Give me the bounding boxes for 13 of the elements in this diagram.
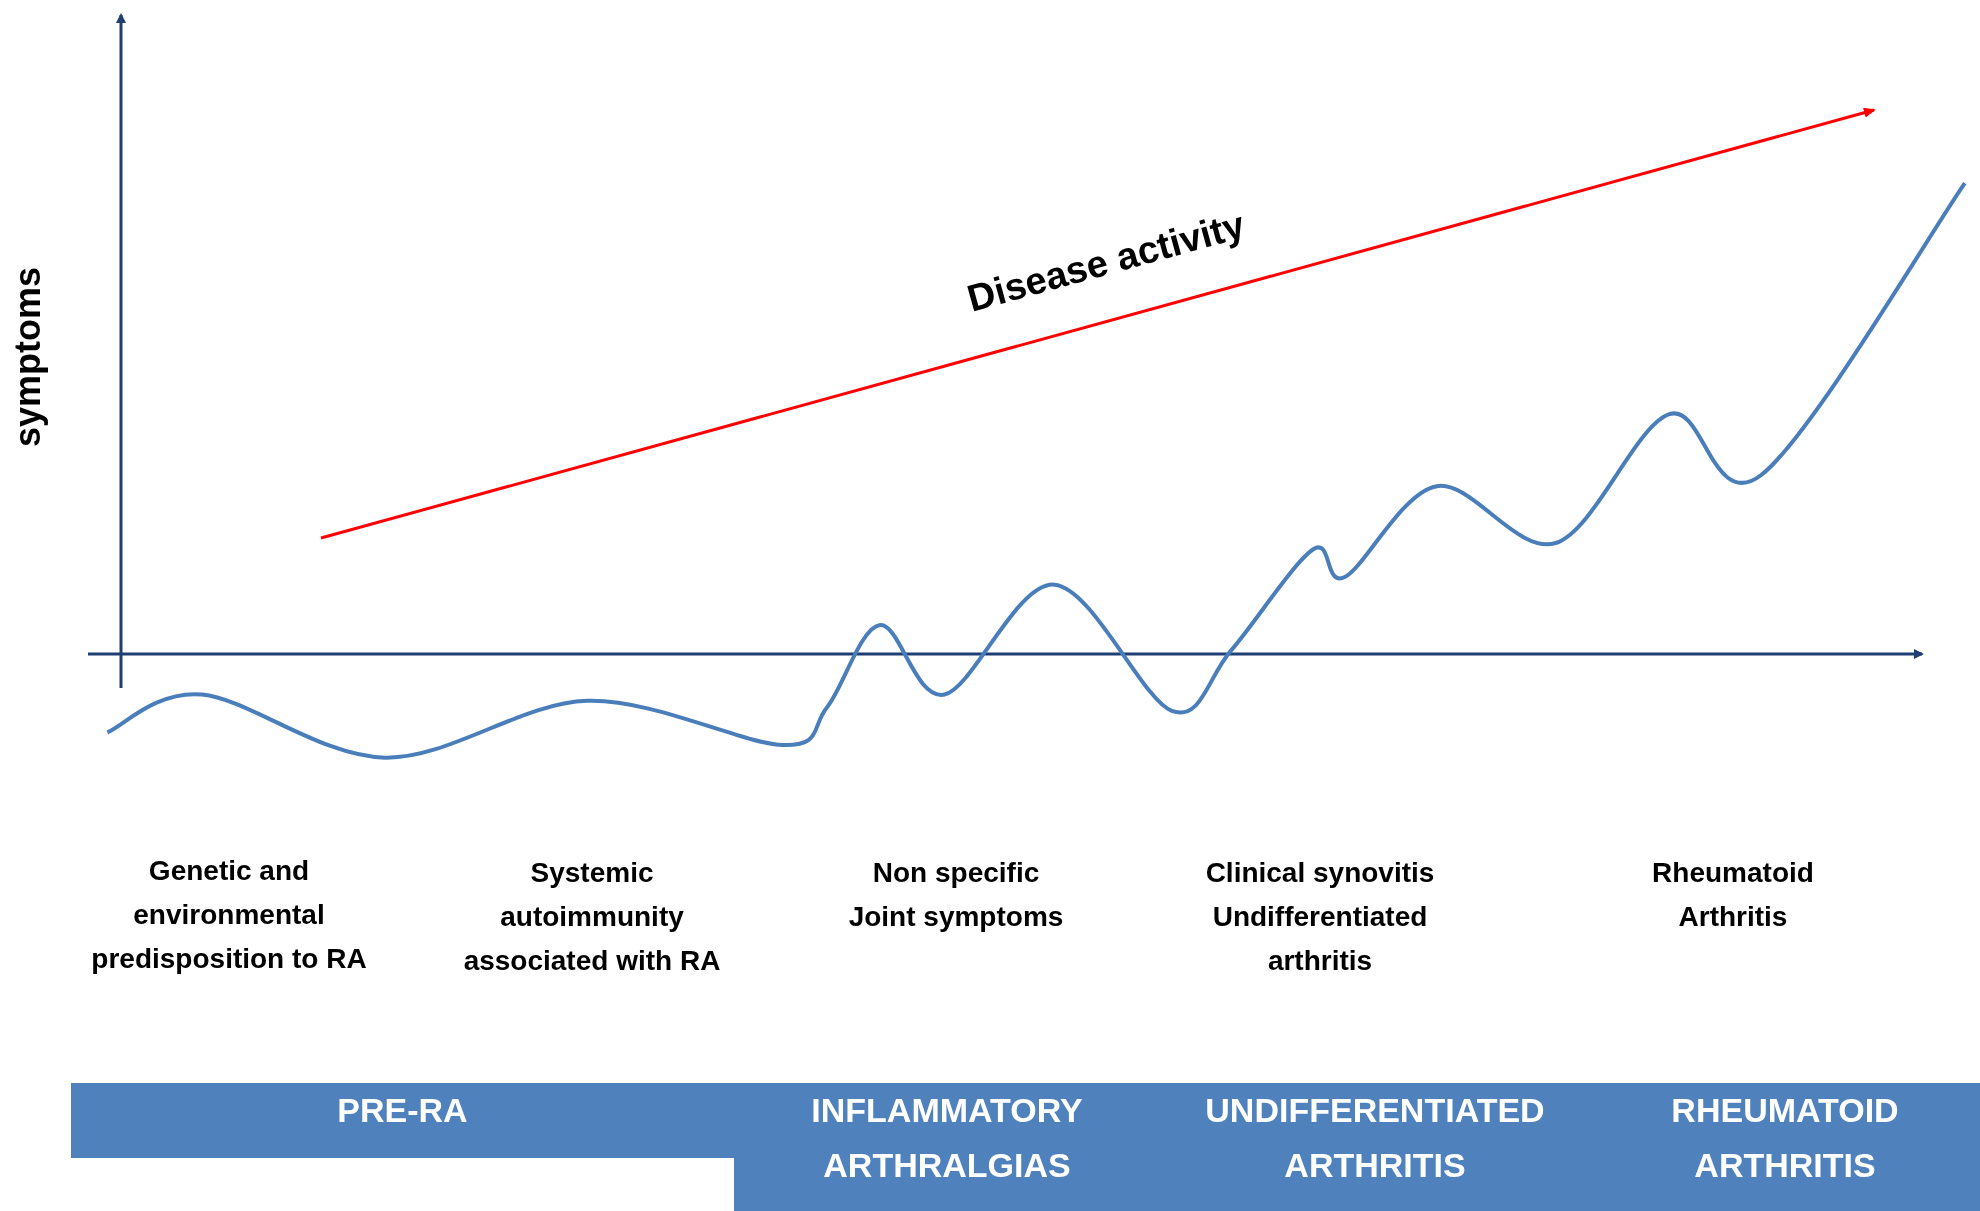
phase-band bbox=[71, 1083, 734, 1158]
stage-label: Systemic autoimmunity associated with RA bbox=[462, 856, 722, 978]
stage-label: Clinical synovitis Undifferentiated arthritis bbox=[1204, 856, 1436, 978]
phase-band bbox=[1590, 1083, 1980, 1211]
phase-label: RHEUMATOID ARTHRITIS bbox=[1670, 1090, 1900, 1186]
stage-label: Non specific Joint symptoms bbox=[847, 856, 1065, 934]
phase-label: UNDIFFERENTIATED ARTHRITIS bbox=[1204, 1090, 1546, 1186]
stage-label: Rheumatoid Arthritis bbox=[1651, 856, 1815, 934]
phase-label: PRE-RA bbox=[337, 1090, 468, 1131]
arrow-label: Disease activity bbox=[962, 203, 1250, 321]
phase-label: INFLAMMATORY ARTHRALGIAS bbox=[810, 1090, 1084, 1186]
stage-label: Genetic and environmental predisposition to RA bbox=[90, 854, 368, 976]
axis-label: symptoms bbox=[7, 266, 49, 448]
